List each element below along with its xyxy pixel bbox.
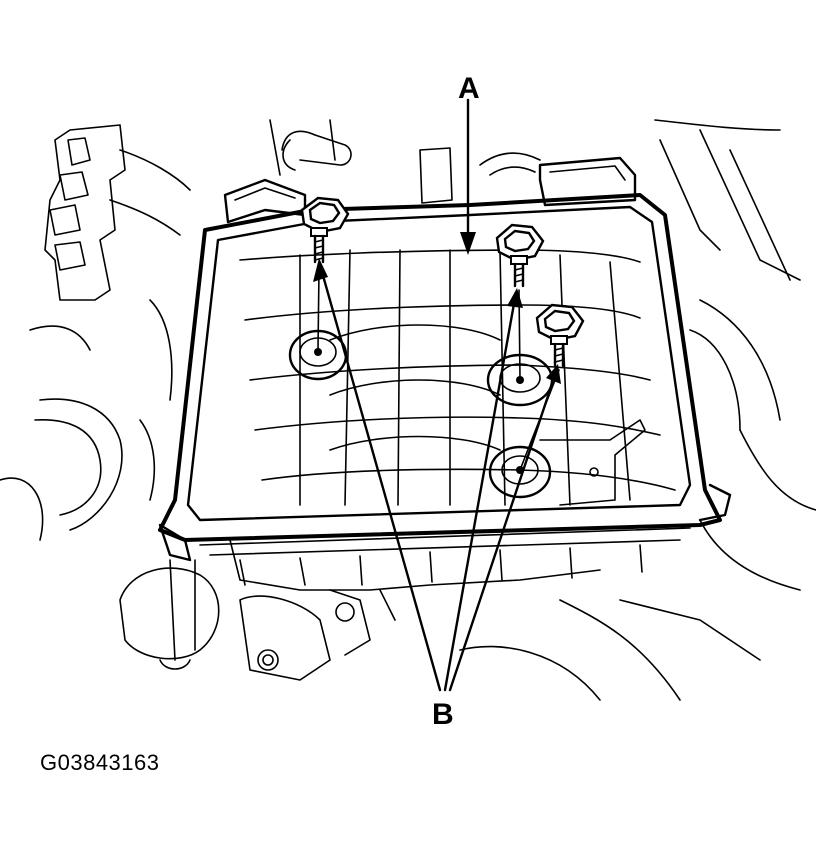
mounting-bosses	[288, 329, 554, 499]
background-engine-parts-left	[0, 124, 191, 541]
bolt-center	[495, 223, 545, 288]
bolt-left	[300, 196, 350, 264]
background-engine-parts-bottom	[119, 539, 761, 701]
callout-arrow-a	[460, 98, 476, 255]
air-cleaner-housing	[158, 156, 732, 586]
mounting-boss-right	[488, 445, 552, 499]
callout-label-b: B	[432, 698, 454, 731]
bolt-right	[535, 303, 585, 368]
callout-arrows-b	[313, 258, 561, 692]
callout-label-a: A	[458, 72, 480, 105]
background-engine-parts-right	[269, 119, 816, 591]
figure-id: G03843163	[40, 750, 160, 775]
